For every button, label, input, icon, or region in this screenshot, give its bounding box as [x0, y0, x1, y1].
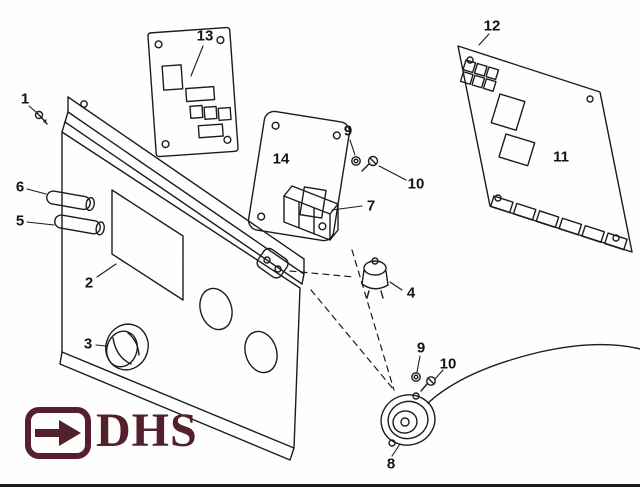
part-8-cable — [427, 343, 640, 404]
part-label-1: 1 — [20, 90, 30, 108]
part-label-9-top: 9 — [343, 122, 353, 140]
part-label-9-bottom: 9 — [416, 339, 426, 357]
arrow-right-icon — [25, 407, 91, 459]
part-9-nut-bottom — [411, 372, 421, 382]
leader-lines — [26, 33, 490, 457]
panel-flange-hole — [80, 100, 88, 108]
panel-hole-right — [244, 330, 278, 374]
board-connector-grid — [459, 59, 500, 92]
panel-hole-left — [199, 287, 233, 331]
part-label-10-bottom: 10 — [439, 355, 457, 373]
scan-edge-line — [0, 484, 640, 487]
part-label-10-top: 10 — [407, 175, 425, 193]
part-9-nut-top — [351, 156, 361, 166]
logo-text: DHS — [96, 404, 198, 457]
part-label-8: 8 — [386, 455, 396, 473]
assembly-guide-lines — [289, 249, 395, 391]
part-label-7: 7 — [366, 197, 376, 215]
part-13-board — [147, 26, 239, 158]
panel-face — [61, 131, 301, 449]
part-1-screw — [34, 110, 48, 125]
part-10-screw-bottom — [420, 376, 436, 392]
part-10-screw-top — [361, 155, 379, 172]
part-8-speaker — [380, 343, 640, 447]
part-11-board — [457, 45, 633, 253]
dhs-logo: DHS — [24, 406, 198, 460]
panel-top-flange — [67, 96, 305, 260]
part-label-12: 12 — [483, 17, 501, 35]
part-7-connector — [283, 185, 339, 241]
part-label-2: 2 — [84, 274, 94, 292]
panel-bracket — [256, 247, 289, 279]
board-component-2 — [498, 133, 536, 167]
part-label-13: 13 — [196, 27, 214, 45]
board-component-1 — [490, 93, 526, 131]
part-6-pin — [46, 190, 96, 212]
part-label-14: 14 — [272, 150, 290, 168]
part-4-switch — [361, 257, 389, 299]
part-label-11: 11 — [553, 148, 569, 166]
part-3-knob — [105, 323, 149, 371]
panel-window-cutout — [111, 189, 184, 301]
panel-bottom-lip — [59, 351, 295, 461]
part-label-4: 4 — [406, 284, 416, 302]
part-5-pin — [54, 214, 105, 236]
part-label-3: 3 — [83, 335, 93, 353]
part-14-plate — [247, 110, 351, 242]
board-relay-row — [489, 195, 628, 251]
part-label-5: 5 — [15, 212, 25, 230]
part-label-6: 6 — [15, 178, 25, 196]
